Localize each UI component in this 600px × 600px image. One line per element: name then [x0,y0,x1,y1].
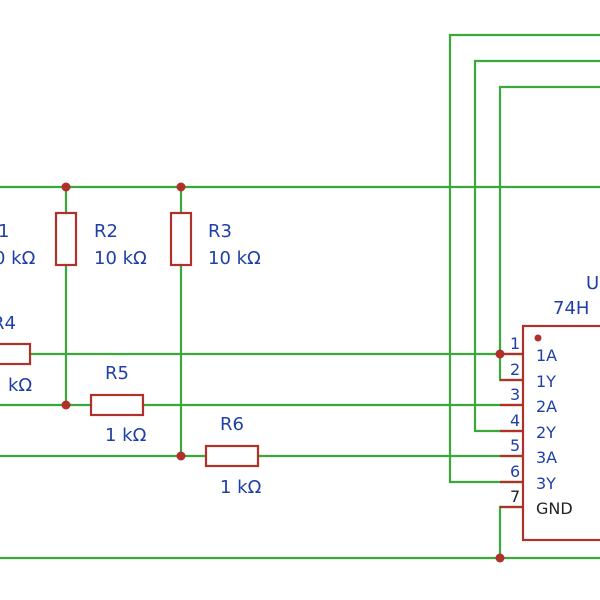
junction-r2-line2 [61,400,71,410]
pin-name-gnd: GND [536,499,573,518]
ic-body [521,324,600,542]
junctions [61,182,505,563]
pin-number-7: 7 [510,487,520,506]
ic-u1 [500,324,600,542]
r1-value-label: 0 kΩ [0,248,36,269]
pin-number-5: 5 [510,436,520,455]
r3-value-label: 10 kΩ [208,248,261,269]
resistor-r2-body [54,211,78,267]
pin-number-3: 3 [510,385,520,404]
pin-name-1a: 1A [536,346,557,365]
resistor-r4-body [0,342,32,366]
resistor-r5-body [89,393,145,417]
wire-pin7-gnd [498,505,525,560]
r4-ref-label: R4 [0,313,16,334]
junction-r3-line3 [176,451,186,461]
pin-number-1: 1 [510,334,520,353]
r5-ref-label: R5 [105,363,129,384]
ic-ref-label: U [586,273,599,294]
pin1-marker-dot [534,334,542,342]
resistors [0,211,260,468]
junction-gnd [495,553,505,563]
wire-pin6-out [448,33,600,484]
r2-ref-label: R2 [94,221,118,242]
r6-value-label: 1 kΩ [220,477,262,498]
r6-ref-label: R6 [220,414,244,435]
resistor-r6-body [204,444,260,468]
pin-name-3y: 3Y [536,474,556,493]
pin-number-6: 6 [510,462,520,481]
pin-name-2a: 2A [536,397,557,416]
junction-r2-top [61,182,71,192]
pin-name-2y: 2Y [536,423,556,442]
resistor-labels: 1 0 kΩ R2 10 kΩ R3 10 kΩ R4 kΩ R5 1 kΩ R… [0,221,262,498]
r3-ref-label: R3 [208,221,232,242]
resistor-r3-body [169,211,193,267]
r5-value-label: 1 kΩ [105,425,147,446]
ic-part-label: 74H [553,298,589,319]
r1-ref-label: 1 [0,221,9,242]
wire-pin4-out [473,59,600,433]
pin-name-1y: 1Y [536,372,556,391]
r4-value-label: kΩ [8,375,32,396]
pin-number-2: 2 [510,360,520,379]
r2-value-label: 10 kΩ [94,248,147,269]
junction-r3-top [176,182,186,192]
pin-number-4: 4 [510,411,520,430]
pin-name-3a: 3A [536,448,557,467]
junction-pin1 [495,349,505,359]
ic-labels: U 74H 1 2 3 4 5 6 7 1A 1Y 2A 2Y 3A 3Y GN… [510,273,599,518]
